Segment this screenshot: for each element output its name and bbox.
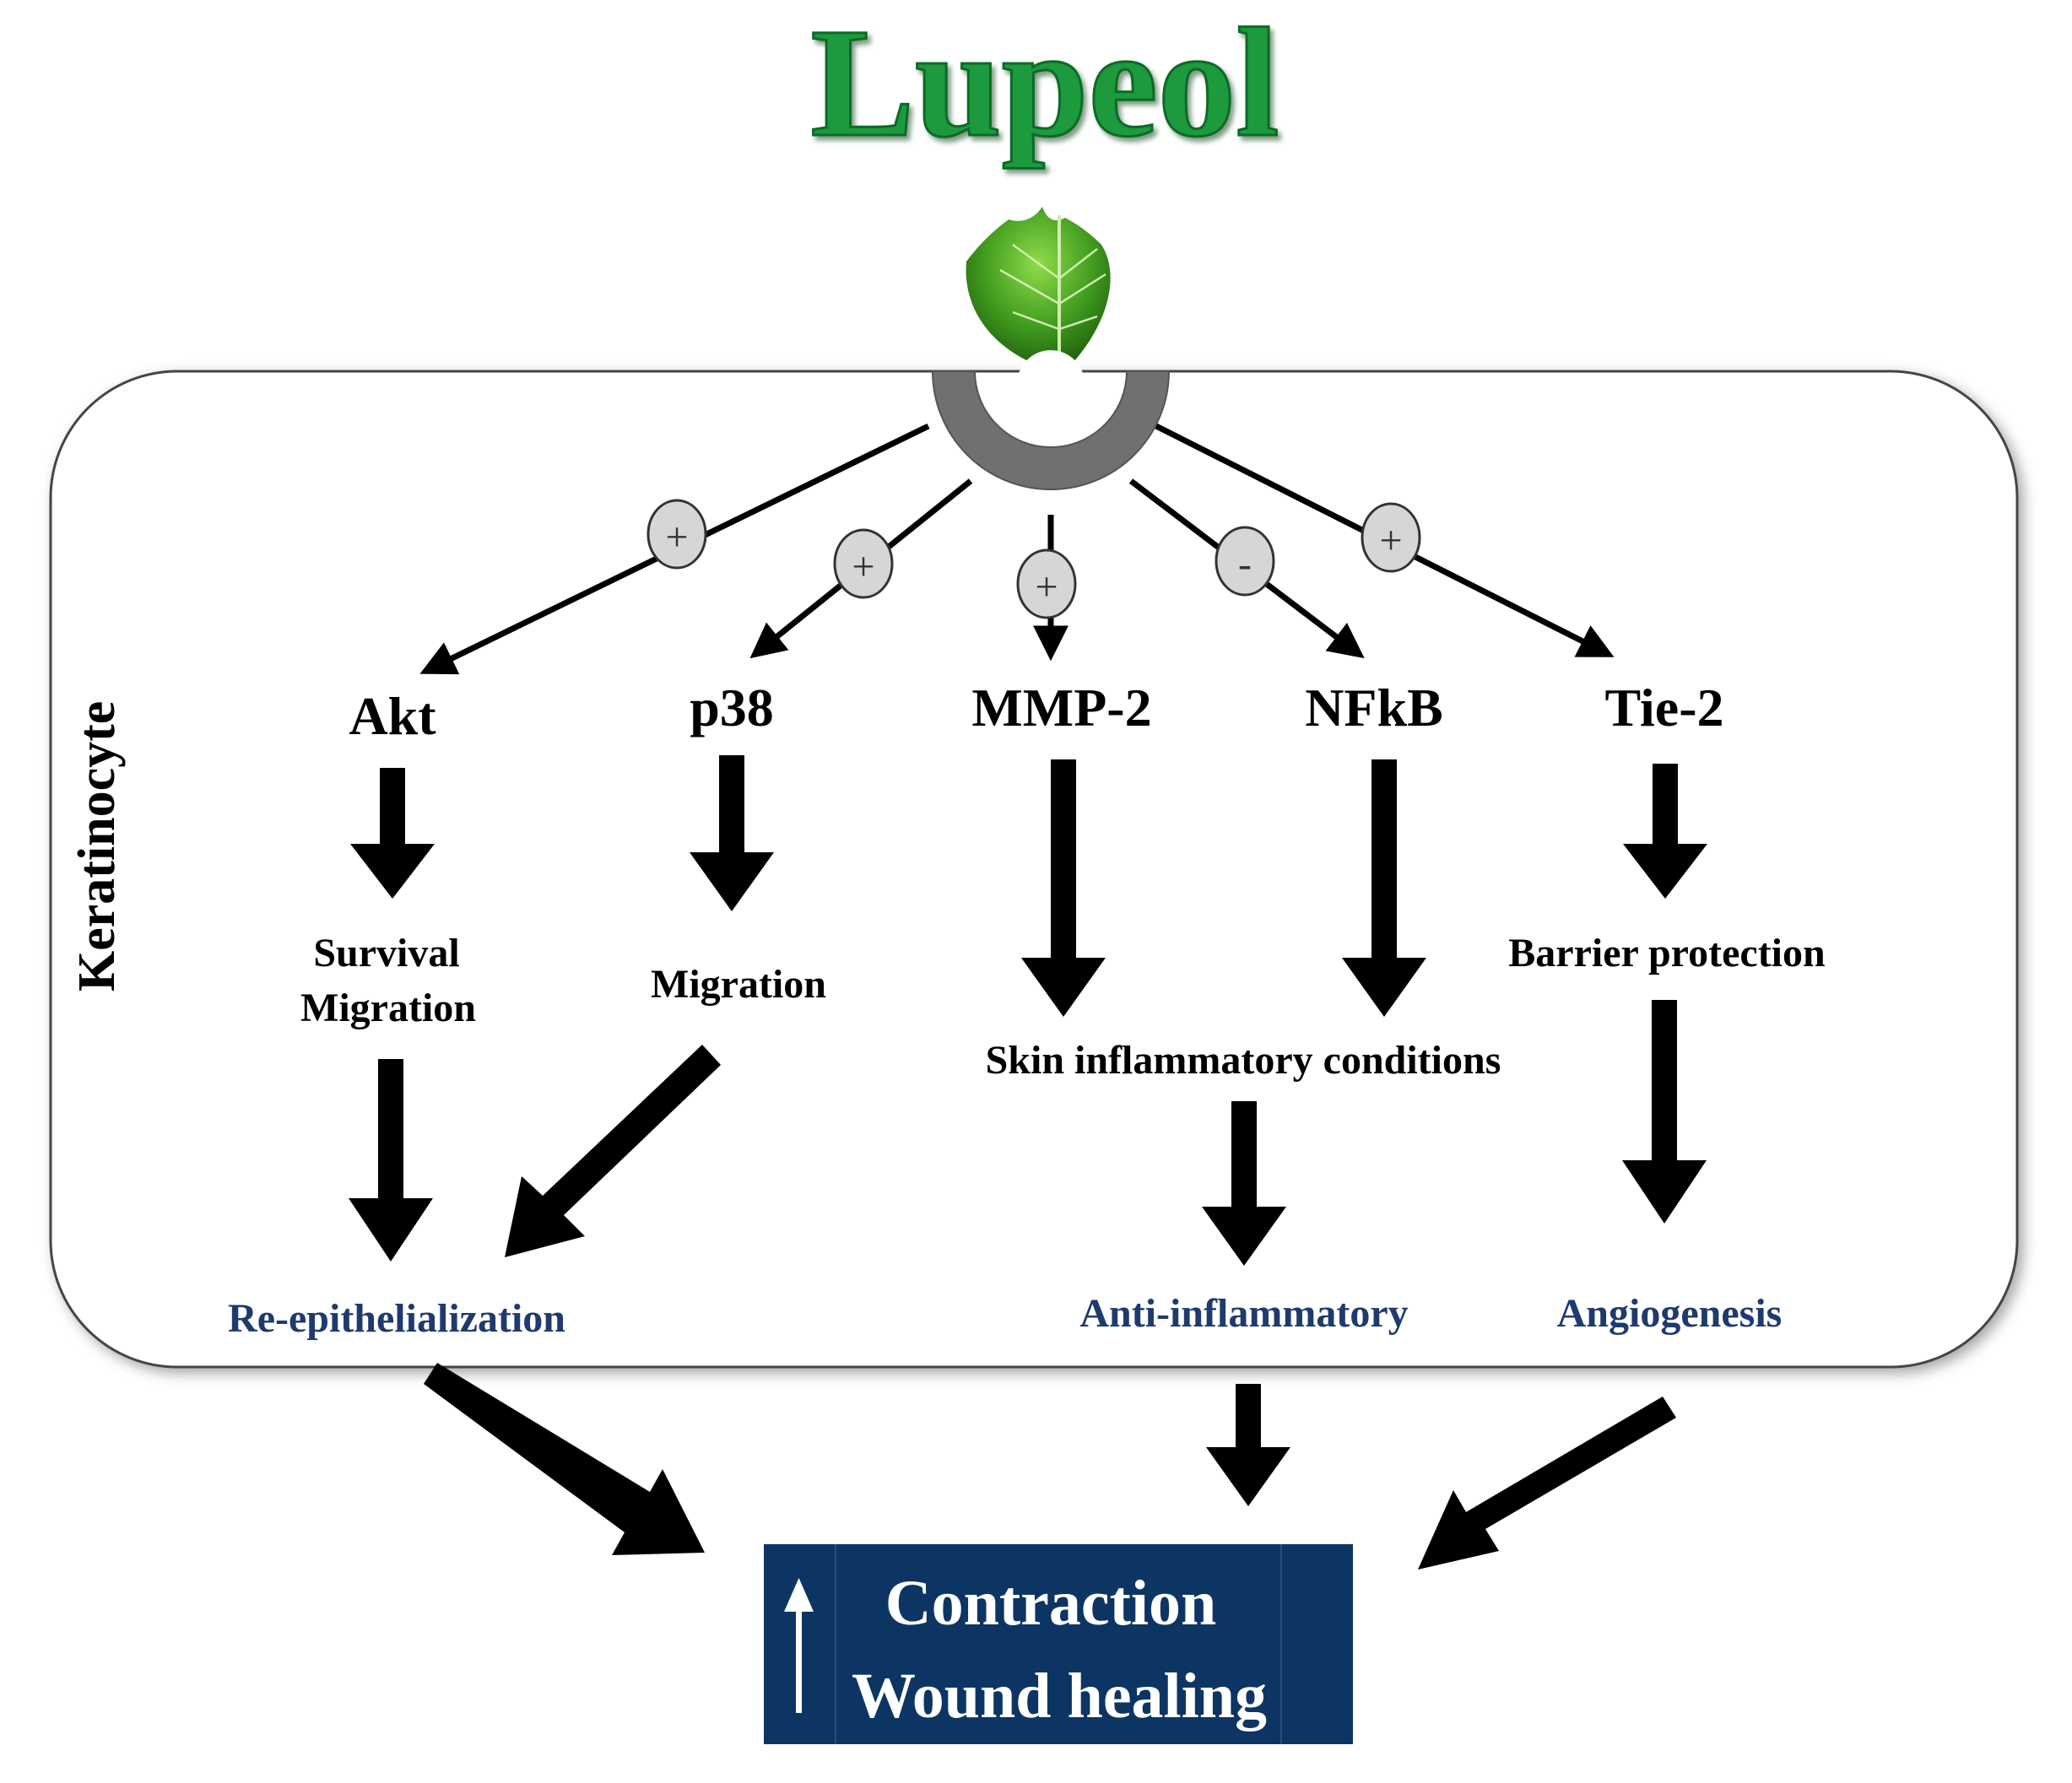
arrow-nfkb-down xyxy=(1342,759,1426,1017)
arrow-survival-down xyxy=(349,1059,433,1262)
target-mmp2: MMP-2 xyxy=(971,678,1151,738)
outcome-tie2: Barrier protection xyxy=(1508,931,1825,975)
outcome-p38: Migration xyxy=(651,962,826,1007)
arrow-migration-diagonal xyxy=(505,1045,721,1257)
arrow-barrier-down xyxy=(1622,1000,1707,1224)
arrow-antiinflam-to-result xyxy=(1206,1384,1290,1506)
thick-arrows xyxy=(349,755,1707,1570)
target-p38: p38 xyxy=(690,678,774,738)
receptor-icon xyxy=(931,370,1171,490)
arrow-mmp2-down xyxy=(1021,759,1106,1017)
keratinocyte-cell xyxy=(49,370,2019,1369)
process-reepithelialization: Re-epithelialization xyxy=(228,1296,565,1341)
outcome-akt-line2: Migration xyxy=(300,986,476,1030)
target-tie2: Tie-2 xyxy=(1604,678,1723,738)
process-anti-inflammatory: Anti-inflammatory xyxy=(1079,1291,1408,1336)
arrow-tie2-down xyxy=(1623,764,1707,899)
result-line1: Contraction xyxy=(885,1568,1217,1639)
svg-text:+: + xyxy=(852,544,874,589)
result-line2: Wound healing xyxy=(852,1661,1267,1732)
svg-text:+: + xyxy=(1035,565,1058,609)
effect-marker-tie2: + xyxy=(1361,502,1421,573)
outcome-mmp-nfkb: Skin inflammatory conditions xyxy=(986,1038,1501,1083)
outcome-akt-line1: Survival xyxy=(313,931,459,975)
increase-arrow-icon xyxy=(784,1578,814,1713)
diagram-title: Lupeol xyxy=(810,0,1279,170)
process-angiogenesis: Angiogenesis xyxy=(1557,1291,1783,1336)
svg-text:+: + xyxy=(665,515,688,559)
svg-text:+: + xyxy=(1379,518,1402,563)
effect-marker-akt: + xyxy=(646,499,707,570)
arrow-akt-down xyxy=(350,768,435,899)
result-box: Contraction Wound healing xyxy=(764,1544,1353,1744)
target-nfkb: NFkB xyxy=(1305,678,1443,738)
arrow-reepi-to-result xyxy=(424,1363,705,1555)
effect-marker-p38: + xyxy=(833,528,894,599)
arrow-inflammatory-down xyxy=(1202,1101,1286,1266)
effect-marker-nfkb: - xyxy=(1215,526,1275,597)
cell-label: Keratinocyte xyxy=(68,701,126,991)
arrow-p38-down xyxy=(690,755,774,911)
arrow-angio-to-result xyxy=(1418,1397,1676,1570)
effect-marker-mmp2: + xyxy=(1016,548,1077,619)
target-akt: Akt xyxy=(349,686,436,746)
svg-text:-: - xyxy=(1238,542,1252,586)
